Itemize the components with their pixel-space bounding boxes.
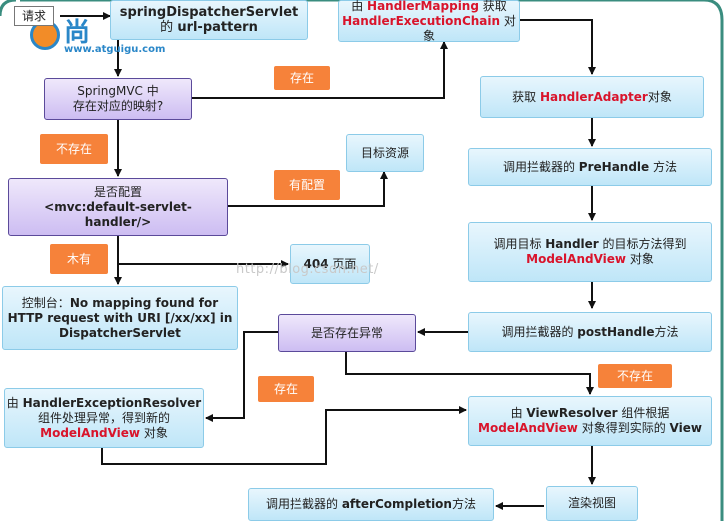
page-404-box: 404 页面 [290, 244, 370, 284]
after-completion-box: 调用拦截器的 afterCompletion方法 [248, 488, 494, 521]
csdn-watermark: http://blog.csdn.net/ [236, 262, 379, 277]
exception-resolver-box: 由 HandlerExceptionResolver 组件处理异常，得到新的 M… [4, 388, 204, 448]
dispatcher-url-pattern-box: springDispatcherServlet 的 url-pattern [110, 0, 308, 40]
target-resource-box: 目标资源 [346, 134, 424, 172]
request-label: 请求 [14, 6, 54, 26]
handler-adapter-box: 获取 HandlerAdapter对象 [480, 76, 704, 118]
springmvc-mapping-decision: SpringMVC 中 存在对应的映射? [44, 78, 192, 120]
edge-label-configured: 有配置 [274, 170, 340, 200]
posthandle-box: 调用拦截器的 postHandle方法 [468, 312, 712, 352]
console-error-box: 控制台：No mapping found for HTTP request wi… [2, 286, 238, 350]
target-handler-box: 调用目标 Handler 的目标方法得到 ModelAndView 对象 [468, 222, 712, 282]
edge-label-none: 木有 [50, 244, 108, 274]
exception-decision: 是否存在异常 [278, 314, 416, 352]
prehandle-box: 调用拦截器的 PreHandle 方法 [468, 148, 712, 186]
edge-label-exists-exception: 存在 [258, 376, 314, 402]
edge-label-not-exists-mapping: 不存在 [40, 134, 108, 164]
default-servlet-handler-decision: 是否配置 <mvc:default-servlet- handler/> [8, 178, 228, 236]
logo-url: www.atguigu.com [64, 44, 166, 55]
handler-mapping-box: 由 HandlerMapping 获取 HandlerExecutionChai… [338, 0, 520, 43]
edge-label-exists-mapping: 存在 [274, 66, 330, 90]
edge-label-not-exists-exception: 不存在 [598, 364, 672, 388]
view-resolver-box: 由 ViewResolver 组件根据 ModelAndView 对象得到实际的… [468, 396, 712, 446]
render-view-box: 渲染视图 [546, 486, 638, 521]
logo-character: 尚 [64, 18, 91, 48]
